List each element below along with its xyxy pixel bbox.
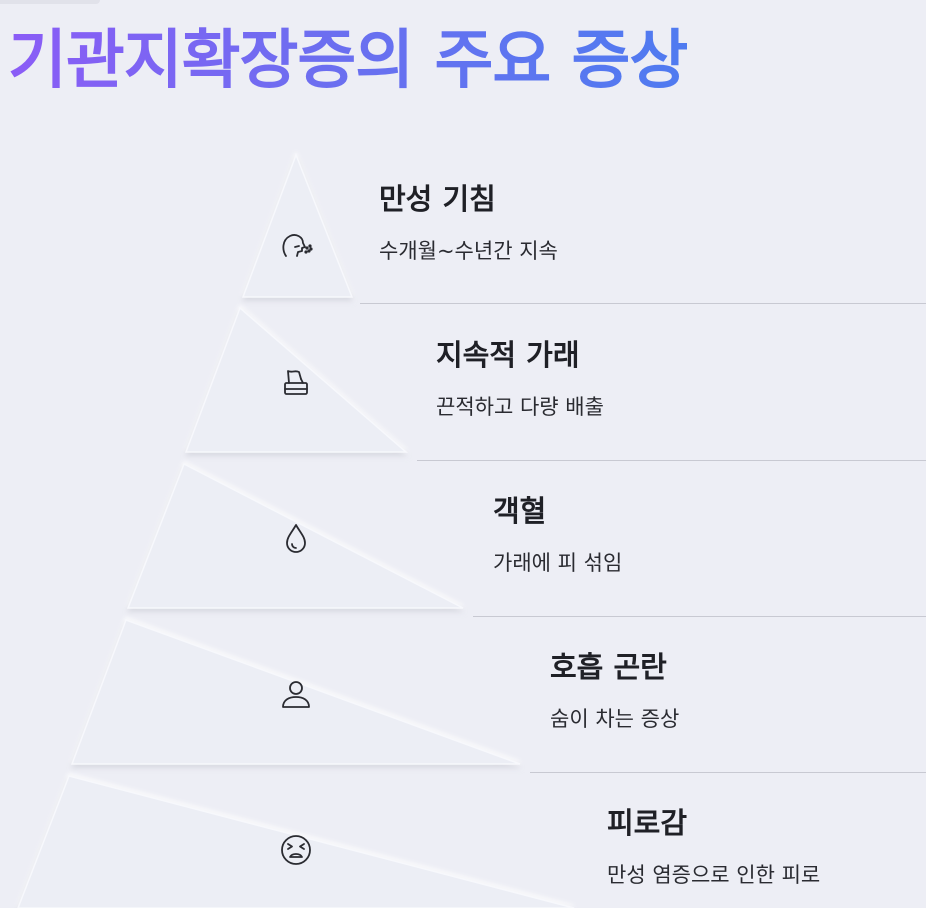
tissue-box-icon — [276, 362, 316, 402]
tired-face-icon — [276, 830, 316, 870]
pyramid-tier-1 — [241, 152, 354, 298]
tier-divider-4 — [530, 772, 926, 773]
tier-divider-1 — [360, 303, 926, 304]
page-title: 기관지확장증의 주요 증상 — [8, 14, 688, 108]
tier-label-5: 피로감 만성 염증으로 인한 피로 — [607, 805, 820, 889]
pyramid-tier-3 — [126, 462, 464, 609]
pyramid-tier-5 — [17, 775, 575, 908]
blood-drop-icon — [276, 518, 316, 558]
person-icon — [276, 674, 316, 714]
tier-heading: 호흡 곤란 — [550, 650, 667, 684]
corner-tab — [0, 0, 100, 4]
tier-label-2: 지속적 가래 끈적하고 다량 배출 — [436, 337, 604, 421]
tier-heading: 만성 기침 — [379, 182, 496, 216]
tier-description: 숨이 차는 증상 — [550, 707, 680, 731]
tier-description: 가래에 피 섞임 — [493, 551, 623, 575]
coughing-person-icon — [276, 226, 316, 266]
tier-heading: 지속적 가래 — [436, 338, 580, 372]
tier-description: 끈적하고 다량 배출 — [436, 395, 604, 419]
tier-heading: 객혈 — [493, 494, 547, 528]
tier-label-1: 만성 기침 수개월~수년간 지속 — [379, 181, 558, 265]
tier-description: 수개월~수년간 지속 — [379, 239, 558, 263]
tier-heading: 피로감 — [607, 806, 688, 840]
tier-divider-3 — [473, 616, 926, 617]
tier-divider-2 — [417, 460, 926, 461]
tier-label-4: 호흡 곤란 숨이 차는 증상 — [550, 649, 679, 733]
pyramid-tier-4 — [70, 619, 521, 765]
tier-label-3: 객혈 가래에 피 섞임 — [493, 493, 622, 577]
pyramid-tier-2 — [184, 306, 409, 453]
tier-description: 만성 염증으로 인한 피로 — [607, 863, 821, 887]
